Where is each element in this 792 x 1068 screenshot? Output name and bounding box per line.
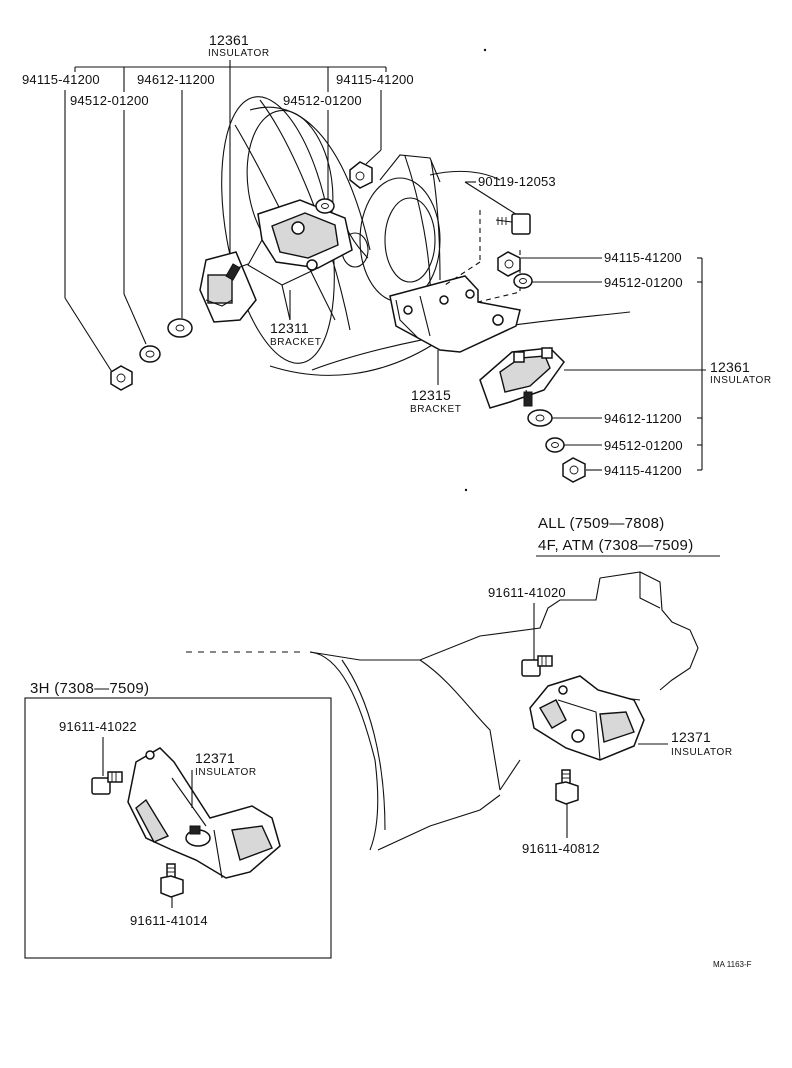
- footer-code: MA 1163-F: [713, 960, 752, 969]
- left-flat-washer-icon: [167, 318, 193, 338]
- left-washer1-number: 94612-11200: [137, 72, 215, 87]
- right-insulator-number: 12361: [710, 359, 750, 375]
- left-nut-icon: [110, 365, 133, 391]
- right-insulator-label: INSULATOR: [710, 375, 772, 386]
- lower-header-line1: ALL (7509—7808): [538, 515, 665, 532]
- bracket1-number: 12311: [270, 320, 309, 336]
- top-insulator-label: INSULATOR: [208, 48, 270, 59]
- lower-bolt-bottom-icon: [555, 769, 579, 805]
- mid-washer-number: 94512-01200: [283, 93, 362, 108]
- top-right-nut-icon: [349, 161, 373, 189]
- right-part-1: 94115-41200: [604, 250, 682, 265]
- right-insulator-part: [479, 347, 565, 409]
- inset-title: 3H (7308—7509): [30, 680, 149, 697]
- right-spring-washer-icon: [545, 437, 565, 453]
- top-insulator-number: 12361: [209, 32, 249, 48]
- bracket2-number: 12315: [411, 387, 451, 403]
- transmission-outline: [186, 571, 699, 851]
- stray-dot-1: [483, 48, 487, 52]
- right-bracket-part: [389, 275, 521, 353]
- right-nut-number: 94115-41200: [336, 72, 414, 87]
- inset-bolt-bottom-icon: [160, 863, 184, 898]
- inset-bolt-top-icon: [91, 771, 123, 795]
- bracket1-label: BRACKET: [270, 337, 321, 348]
- left-spring-washer-icon: [139, 345, 161, 363]
- lower-insulator-part: [529, 675, 645, 761]
- right-part-4: 94512-01200: [604, 438, 683, 453]
- engine-pulley-outline: [221, 96, 631, 376]
- right-nut1-icon: [497, 251, 521, 277]
- lower-insulator-label: INSULATOR: [671, 747, 733, 758]
- right-part-3: 94612-11200: [604, 411, 682, 426]
- left-insulator-part: [199, 251, 257, 323]
- bolt-number: 90119-12053: [478, 174, 556, 189]
- inset-insulator-label: INSULATOR: [195, 767, 257, 778]
- stray-dot-2: [464, 488, 468, 492]
- inset-box: [24, 697, 332, 959]
- mid-washer-icon: [315, 198, 335, 214]
- right-washer1-icon: [513, 273, 533, 289]
- lower-bolt-top-icon: [521, 655, 553, 677]
- inset-bolt-bottom-number: 91611-41014: [130, 913, 208, 928]
- lower-bolt-bottom-number: 91611-40812: [522, 841, 600, 856]
- top-leader-lines: [64, 60, 387, 373]
- right-nut2-icon: [562, 457, 586, 483]
- bolt-leader-b: [464, 181, 523, 219]
- inset-insulator-part: [127, 747, 281, 879]
- right-part-5: 94115-41200: [604, 463, 682, 478]
- lower-insulator-number: 12371: [671, 729, 711, 745]
- lower-header-line2: 4F, ATM (7308—7509): [538, 537, 694, 554]
- bracket2-label: BRACKET: [410, 404, 461, 415]
- top-insulator-part: [247, 199, 353, 321]
- right-part-2: 94512-01200: [604, 275, 683, 290]
- left-washer2-number: 94512-01200: [70, 93, 149, 108]
- bolt-icon: [495, 213, 531, 235]
- left-fasteners: [110, 318, 193, 391]
- lower-bolt-top-number: 91611-41020: [488, 585, 566, 600]
- right-flat-washer-icon: [527, 409, 553, 427]
- inset-bolt-top-number: 91611-41022: [59, 719, 137, 734]
- right-leader-lines: [521, 257, 706, 471]
- left-nut-number: 94115-41200: [22, 72, 100, 87]
- inset-insulator-number: 12371: [195, 750, 235, 766]
